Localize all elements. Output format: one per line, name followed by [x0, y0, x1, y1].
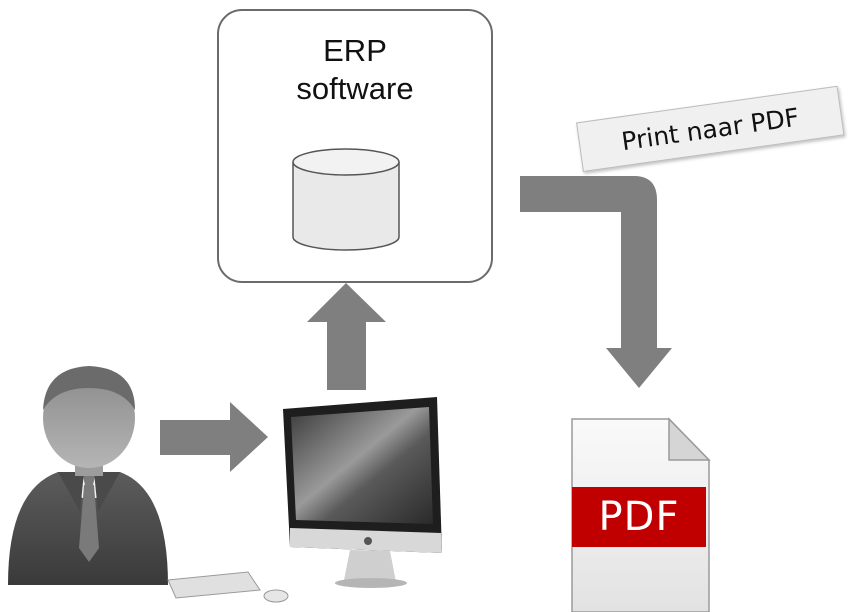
arrow-right-icon	[160, 402, 268, 472]
erp-software-box	[217, 9, 493, 283]
pdf-red-band	[572, 487, 706, 547]
pdf-document-icon	[571, 417, 711, 612]
erp-title-line2: software	[296, 71, 414, 106]
arrow-up-icon	[307, 283, 386, 390]
erp-software-title: ERP software	[218, 32, 492, 108]
database-icon	[292, 148, 400, 251]
computer-icon	[167, 397, 442, 603]
user-icon	[8, 366, 168, 585]
erp-title-line1: ERP	[323, 33, 387, 68]
pdf-label: PDF	[598, 494, 680, 540]
arrow-down-icon	[520, 176, 672, 388]
